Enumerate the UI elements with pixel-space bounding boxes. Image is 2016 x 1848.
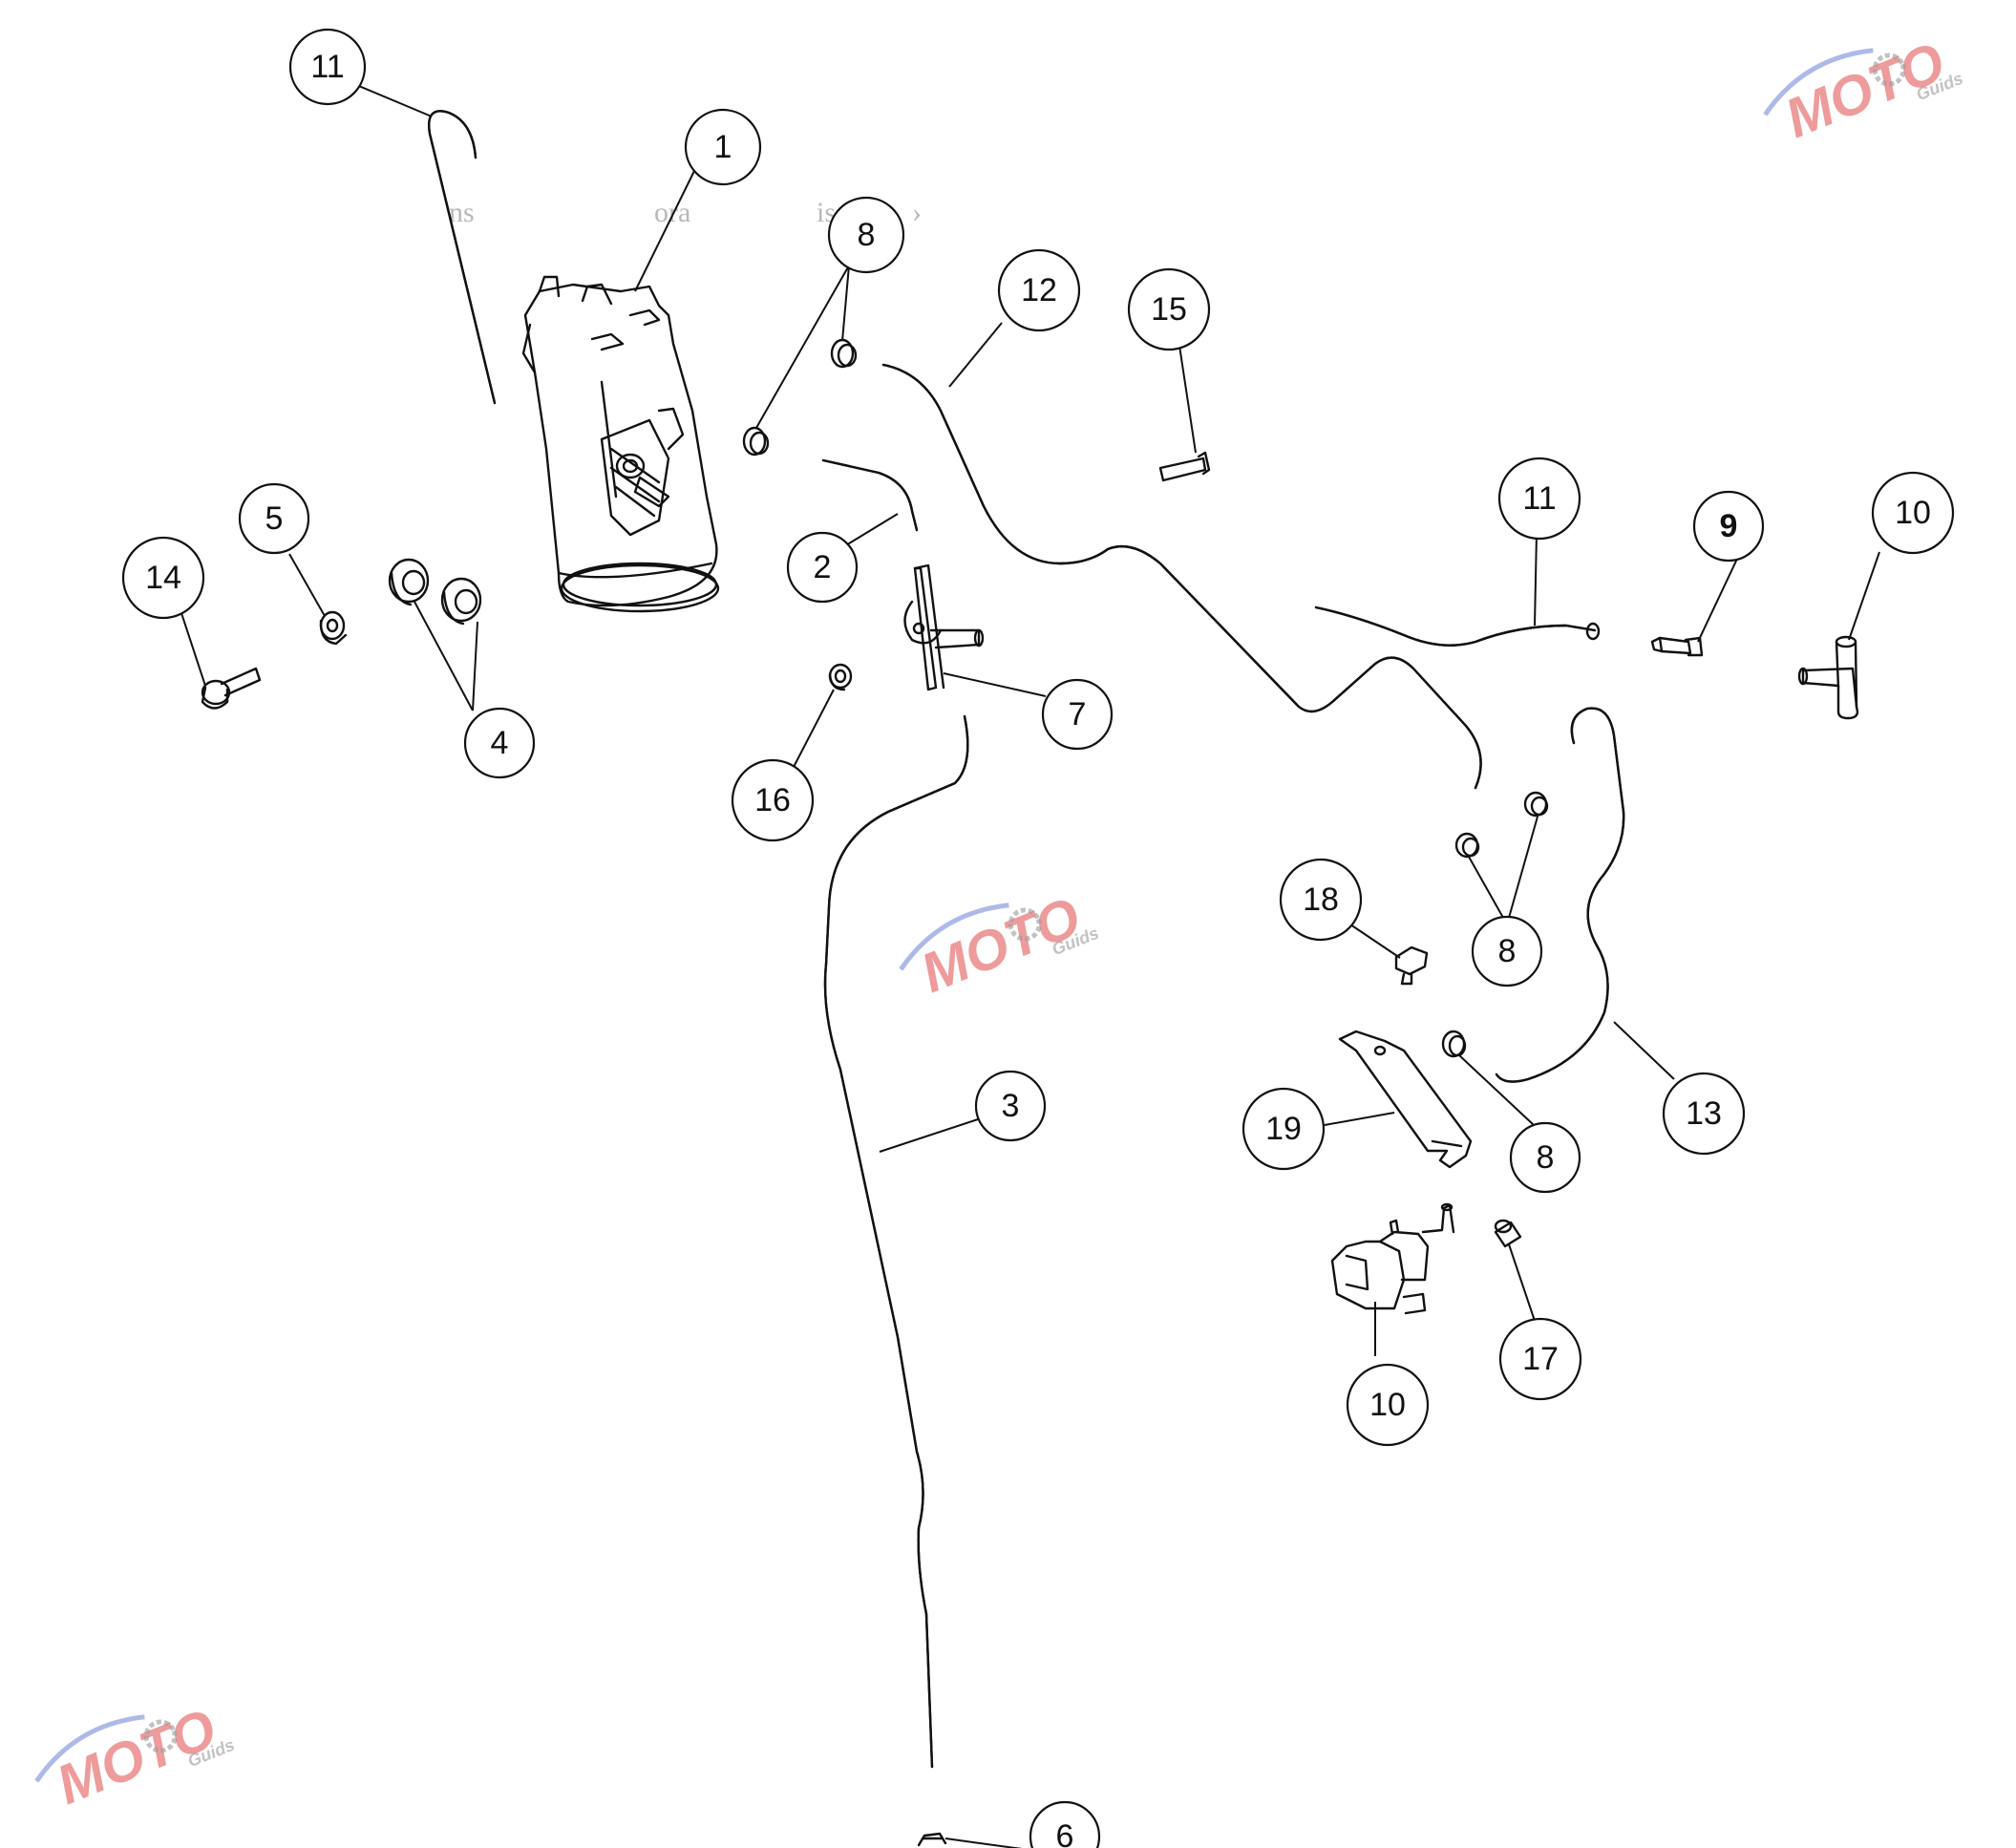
svg-text:15: 15 — [1151, 291, 1187, 328]
part-7-tee-fitting — [903, 563, 985, 691]
svg-text:14: 14 — [145, 560, 181, 596]
callout-12: 10 — [1871, 471, 1955, 555]
part-21-bracket — [1338, 1030, 1473, 1169]
watermark-top-right: MOTO Guids — [1763, 31, 1965, 150]
svg-text:5: 5 — [265, 500, 284, 537]
callout-15: 13 — [1662, 1072, 1746, 1156]
callout-5: 5 — [238, 482, 310, 555]
part-8-clamp-top-b — [742, 426, 770, 457]
svg-text:8: 8 — [1537, 1139, 1555, 1176]
svg-text:4: 4 — [491, 725, 509, 761]
part-8-clamp-top-a — [830, 338, 858, 369]
svg-text:11: 11 — [1522, 480, 1556, 517]
svg-text:›: › — [912, 197, 922, 228]
part-3-hose — [823, 714, 969, 1769]
callout-17: 15 — [1127, 267, 1211, 351]
watermark-bottom-left: MOTO Guids — [34, 1697, 237, 1816]
callouts: 11 1 8 12 15 11 9 10 — [121, 28, 1955, 1848]
callout-16: 14 — [121, 536, 205, 620]
part-9-nipple — [1650, 636, 1704, 657]
callout-18: 16 — [731, 758, 815, 842]
part-5-bushing — [319, 610, 348, 646]
watermark-center: MOTO Guids — [899, 885, 1101, 1005]
callout-20: 18 — [1279, 858, 1363, 942]
ghost-text-overlay: ns ora is › — [449, 197, 922, 228]
svg-text:ora: ora — [654, 197, 690, 228]
part-4-grommets — [388, 558, 482, 626]
callout-8-top: 8 — [827, 196, 905, 274]
part-13-hose — [1314, 605, 1601, 647]
part-6-bolt — [917, 1832, 947, 1847]
callout-8-right: 8 — [1471, 915, 1543, 988]
svg-text:19: 19 — [1265, 1111, 1302, 1147]
svg-text:12: 12 — [1021, 272, 1057, 308]
callout-2: 2 — [786, 531, 859, 604]
callout-10: 10 — [1346, 1363, 1430, 1447]
svg-text:2: 2 — [814, 549, 832, 585]
callout-4: 4 — [463, 707, 536, 779]
svg-text:18: 18 — [1303, 882, 1339, 918]
svg-text:8: 8 — [1498, 933, 1517, 969]
part-18-bushing — [828, 663, 853, 691]
svg-text:9: 9 — [1720, 508, 1738, 544]
svg-text:10: 10 — [1369, 1387, 1406, 1423]
callout-13: 11 — [1497, 457, 1581, 541]
part-14-hose — [881, 363, 1482, 790]
svg-text:7: 7 — [1069, 696, 1087, 733]
svg-text:13: 13 — [1686, 1095, 1722, 1132]
part-1-canister — [521, 275, 720, 613]
part-8-clamp-lower — [1441, 1030, 1467, 1058]
part-12-elbow-fitting — [1797, 635, 1859, 720]
part-11-vent-hose — [428, 110, 497, 405]
callout-21: 19 — [1241, 1087, 1326, 1171]
callout-11: 11 — [288, 28, 367, 106]
svg-text:ns: ns — [449, 197, 475, 228]
svg-text:17: 17 — [1522, 1341, 1559, 1377]
part-17-bolt — [1158, 451, 1211, 482]
part-16-bolt — [201, 667, 262, 710]
svg-text:1: 1 — [714, 129, 732, 165]
callout-8-lower: 8 — [1509, 1121, 1581, 1194]
part-8-clamp-right-a — [1454, 832, 1480, 859]
part-15-hose — [1495, 707, 1625, 1083]
callout-3: 3 — [974, 1070, 1047, 1142]
svg-text:3: 3 — [1002, 1088, 1020, 1124]
callout-7: 7 — [1041, 678, 1114, 751]
callout-1: 1 — [684, 108, 762, 186]
svg-text:10: 10 — [1895, 495, 1931, 531]
svg-text:16: 16 — [754, 782, 791, 818]
part-19-sleeve — [1494, 1219, 1522, 1248]
part-10-solenoid-valve — [1330, 1202, 1455, 1315]
callout-14: 12 — [997, 248, 1081, 332]
callout-19: 17 — [1498, 1317, 1582, 1401]
part-2-hose — [821, 458, 919, 532]
callout-9: 9 — [1692, 490, 1765, 563]
svg-text:11: 11 — [310, 49, 344, 85]
callout-6: 6 — [1029, 1800, 1101, 1848]
svg-text:6: 6 — [1056, 1818, 1074, 1848]
part-8-clamp-right-b — [1523, 791, 1549, 818]
svg-text:8: 8 — [858, 217, 876, 253]
part-20-nut — [1394, 945, 1429, 986]
